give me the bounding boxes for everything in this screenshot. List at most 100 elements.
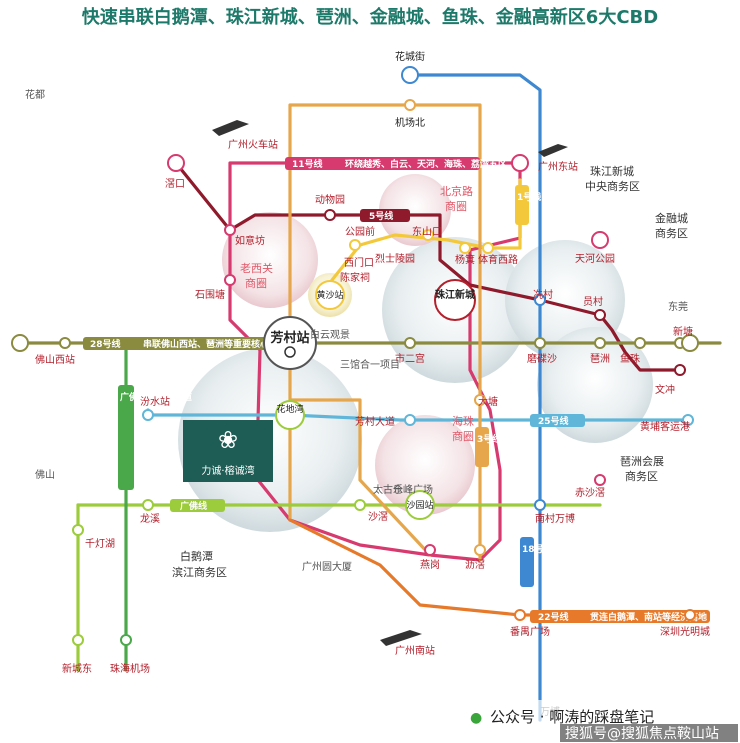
terminal-markers [11,66,699,352]
station-dot-longxi [142,499,154,511]
fangcun-label: 芳村站 [270,330,309,346]
label-xiancun: 冼村 [533,288,553,301]
wechat-icon: ● [470,710,482,726]
station-dot-chishagang [594,474,606,486]
station-dot-xinchengdong [72,634,84,646]
label-jichangbei: 机场北 [395,116,425,129]
line-11-desc: 环绕越秀、白云、天河、海珠、荔湾五区 [345,158,507,170]
cbd-baietan-2: 滨江商务区 [172,565,227,579]
cbd-jinrong-2: 商务区 [655,226,688,240]
label-gzyuan: 广州圆大厦 [302,560,352,573]
terminal-huachengjie [401,66,419,84]
station-dot-qiandenghu [72,524,84,536]
train-icons [212,120,568,646]
label-huachengjie: 花城街 [395,50,425,63]
project-emblem-icon: ❀ [218,426,238,454]
label-fangcundadao: 芳村大道 [355,415,395,428]
label-yuancun: 员村 [583,295,603,308]
label-shanshui: 汾水站 [140,395,170,408]
station-dot-shenzhen [684,609,696,621]
label-tianhegongyuan: 天河公园 [575,253,615,265]
train-icon-guangzhoudong [538,144,568,157]
line-28-name: 28号线 [90,338,121,350]
laoxiguan-bubble [222,212,318,308]
label-liejie: 烈士陵园 [375,252,415,265]
label-gongyuanqian: 公园前 [345,225,375,238]
line-5-name: 5号线 [369,210,393,222]
line-3-badge [475,427,489,467]
label-wenchong: 文冲 [655,383,675,396]
station-dot-yangji [459,242,471,254]
station-dot-nancun [534,499,546,511]
terminal-tianhegongyuan [591,231,609,249]
label-dongwuyuan: 动物园 [315,193,345,206]
cbd-pazhou-2: 商务区 [625,469,658,483]
cbd-labels: 珠江新城 中央商务区 金融城 商务区 老西关 商圈 北京路 商圈 海珠 商圈 琶… [172,164,688,579]
label-tiyuxilu: 体育西路 [478,253,518,266]
label-yangji: 杨箕 [455,253,475,266]
station-dot-huangpu [682,414,694,426]
station-dot-lijiao [474,544,486,556]
beijinglu-bubble [379,174,451,246]
project-brand: 力诚·榕诚湾 [201,464,254,477]
label-foshanxi: 佛山西站 [35,353,75,366]
cbd-laoxiguan-1: 老西关 [240,261,273,275]
station-dot-datang [474,394,486,406]
label-shagang: 沙滘 [368,511,388,523]
district-dongguan: 东莞 [668,300,688,313]
line-11-name: 11号线 [292,158,323,170]
station-dot-ruyifang [224,224,236,236]
line-badges: 11号线 环绕越秀、白云、天河、海珠、荔湾五区 5号线 28号线 串联佛山西站、… [83,157,710,623]
station-dot-yanggang [424,544,436,556]
label-xinchengdong: 新城东 [62,662,92,675]
line-guangfo-badge [170,499,225,512]
label-qiandenghu: 千灯湖 [85,538,115,550]
line-guangfo-name: 广佛线 [180,500,207,512]
station-dot-wenchong [674,364,686,376]
cbd-beijinglu-2: 商圈 [445,199,467,213]
zhujiang-label: 珠江新城 [435,288,475,301]
watermark-backdrop [560,724,738,742]
station-dot-xiancun [534,294,546,306]
line-25-badge [530,414,585,427]
station-labels: 花城街 机场北 广州火车站 广州东站 滘口 动物园 公园前 东山口 如意坊 西门… [35,50,710,718]
haizhu-bubble [375,415,475,515]
line-huadiwan-link [288,398,432,557]
label-gznanzhan: 广州南站 [395,644,435,657]
label-zhuhai: 珠海机场 [110,662,150,675]
station-dot-zhuhai [120,634,132,646]
station-dot-modiesha [534,337,546,349]
label-chenjiaci: 陈家祠 [340,271,370,284]
huadiwan-hub [275,400,305,430]
line-gfzhujiang-badge [118,385,134,490]
district-labels: 花都 东莞 佛山 [25,88,688,481]
station-dot-gongyuanqian [349,239,361,251]
line-5 [174,161,682,372]
footer: ● 公众号 · 啊涛的踩盘笔记 搜狐号@搜狐焦点鞍山站 [466,700,738,742]
label-modiesha: 磨碟沙 [527,352,557,365]
headline: 快速串联白鹅潭、珠江新城、琶洲、金融城、鱼珠、金融高新区6大CBD [82,6,658,28]
label-shenzhen: 深圳光明城 [660,625,710,638]
fangcun-interchange-icon [284,346,296,358]
station-dot-dongwuyuan [324,209,336,221]
label-baiyun: 白云观景 [310,328,350,341]
terminal-xiaoping [167,154,185,172]
shayuan-hub [405,490,435,520]
line-3-name: 3号线 [477,433,501,445]
cbd-pazhou-1: 琶洲会展 [620,455,664,468]
label-shierhong: 市二宫 [395,352,425,365]
label-lijiao: 沥滘 [465,559,485,571]
line-18-badge [520,537,534,587]
label-xiaoping: 滘口 [165,178,185,190]
fangcun-hub [263,316,317,370]
label-ruyifang: 如意坊 [235,234,265,247]
label-yanggang: 燕岗 [420,559,440,571]
station-dot-shanshui [142,409,154,421]
cbd-bubbles [178,174,653,532]
line-1-badge [515,185,529,225]
huadiwan-label: 花地湾 [276,403,303,415]
line-22-desc: 贯连白鹅潭、南站等经济高地 [590,611,707,623]
label-datang: 大塘 [478,395,498,408]
watermark: 搜狐号@搜狐焦点鞍山站 [565,726,719,742]
